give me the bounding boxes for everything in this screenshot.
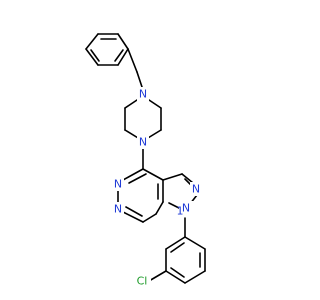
svg-text:1: 1 xyxy=(177,205,184,218)
piperazine-ring xyxy=(124,95,162,142)
svg-text:N: N xyxy=(114,178,122,191)
atom-n-pyrazole-1: N 1 xyxy=(177,201,195,218)
c-cl-bond xyxy=(148,270,167,282)
svg-text:N: N xyxy=(182,202,190,215)
atom-n-piperazine-bottom: N xyxy=(137,135,149,149)
benzyl-ch2-bond xyxy=(127,48,138,73)
atom-n-pyrimidine-5: N xyxy=(112,202,124,216)
molecule-structure: N N N N N N 1 Cl xyxy=(85,33,206,288)
benzyl-phenyl-ring xyxy=(85,33,129,66)
atom-n-piperazine-top: N xyxy=(137,87,149,101)
atom-n-pyrazole-2: N xyxy=(190,182,202,196)
chlorophenyl-ring xyxy=(165,236,206,284)
svg-text:N: N xyxy=(114,203,122,216)
svg-text:N: N xyxy=(139,88,147,101)
atom-cl: Cl xyxy=(133,274,151,288)
atom-n-pyrimidine-3: N xyxy=(112,177,124,191)
svg-text:N: N xyxy=(139,136,147,149)
svg-text:Cl: Cl xyxy=(137,275,148,288)
pyrimidine-ring xyxy=(117,168,164,223)
svg-text:N: N xyxy=(192,183,200,196)
